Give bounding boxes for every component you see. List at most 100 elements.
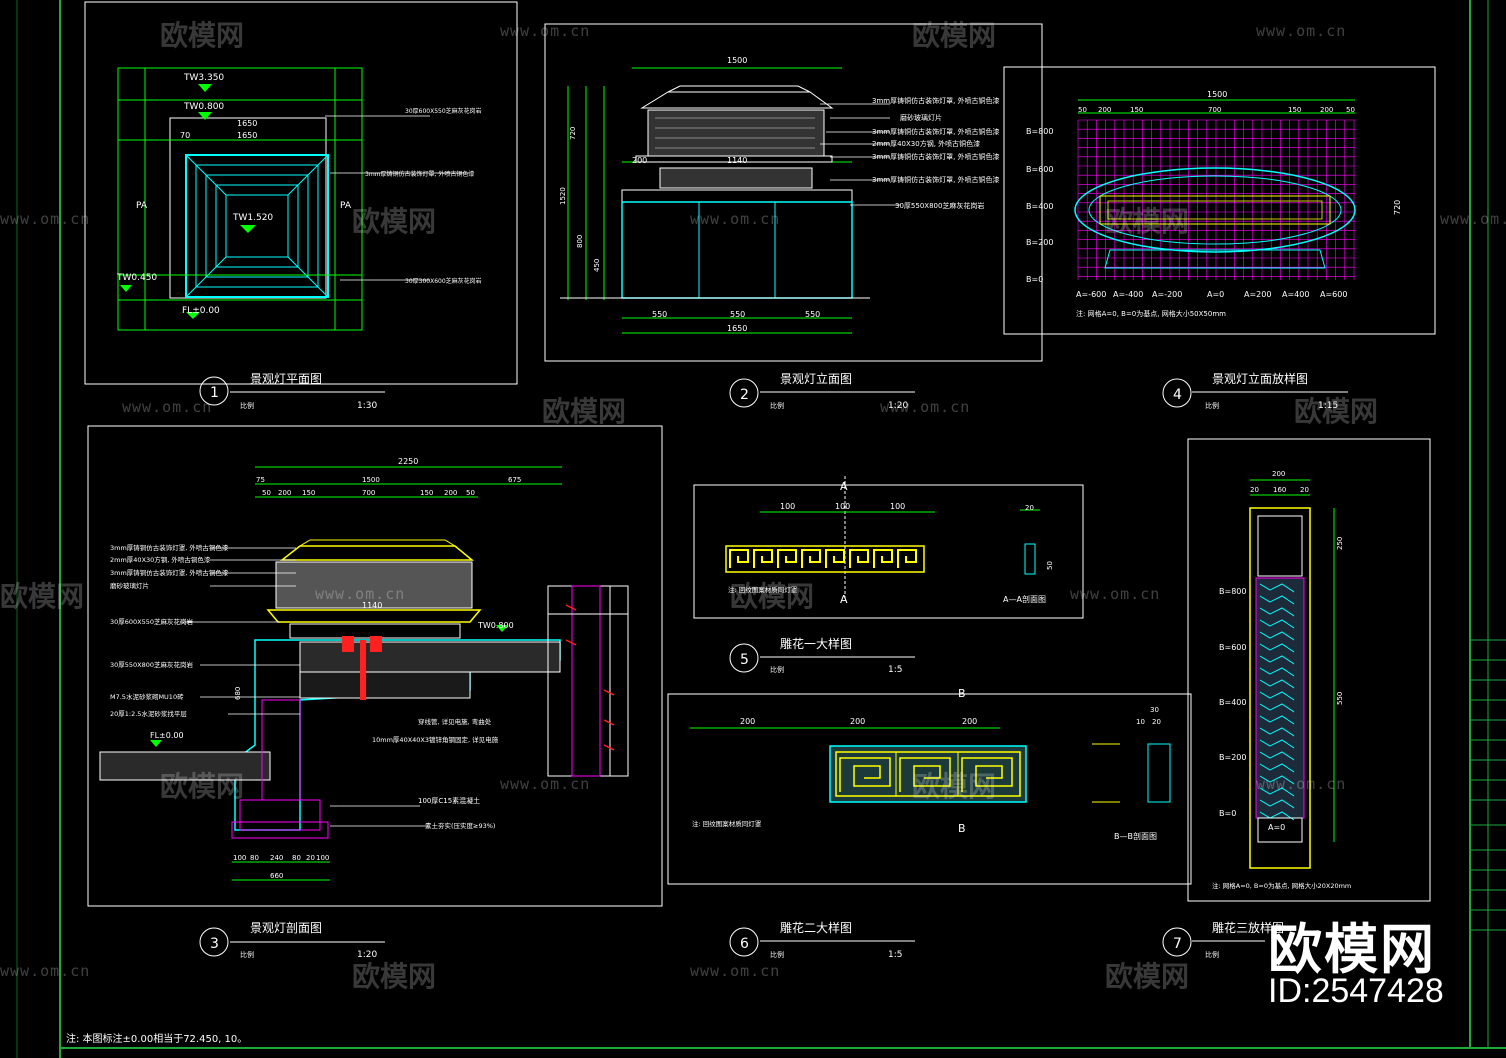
elev-seg-2: 550 — [730, 310, 745, 319]
panel-5-title: 雕花一大样图 — [780, 636, 852, 651]
watermark-url: www.om.cn — [1440, 210, 1506, 228]
panel-7-ratio: 比例 — [1205, 950, 1219, 959]
pattern2-dim-1: 200 — [740, 717, 755, 726]
pattern2-side-3: 20 — [1152, 718, 1161, 726]
section-sub-6: 200 — [444, 489, 457, 497]
pattern2-side-1: 30 — [1150, 706, 1159, 714]
panel-2-title: 景观灯立面图 — [780, 371, 852, 386]
panel-4-ratio: 比例 — [1205, 401, 1219, 410]
elev-note-1: 3mm厚铸铜仿古装饰灯罩, 外喷古铜色漆 — [872, 96, 1000, 105]
plan-pa-right: PA — [340, 201, 352, 211]
elev-note-6: 3mm厚铸铜仿古装饰灯罩, 外喷古铜色漆 — [872, 175, 1000, 184]
pattern2-dim-3: 200 — [962, 717, 977, 726]
grid-axis-5: A=200 — [1244, 290, 1271, 299]
grid-elevation-drawing — [1074, 99, 1356, 280]
panel-6-ratio: 比例 — [770, 950, 784, 959]
panel-2-scale: 1:20 — [888, 401, 908, 411]
elev-note-3: 3mm厚铸铜仿古装饰灯罩, 外喷古铜色漆 — [872, 127, 1000, 136]
pattern3-row-3: B=400 — [1219, 698, 1246, 707]
watermark-url: www.om.cn — [1070, 585, 1161, 603]
panel-4-frame — [1003, 66, 1436, 335]
section-col-1: 75 — [256, 476, 265, 484]
pattern-3-drawing — [1249, 479, 1335, 869]
watermark-logo: 欧模网 — [912, 19, 997, 52]
elev-w-bottom: 1650 — [727, 324, 747, 333]
watermark-logo: 欧模网 — [730, 580, 815, 613]
pattern1-right-50: 50 — [1046, 561, 1054, 570]
panel-7-frame — [1187, 438, 1431, 902]
panel-4-title: 景观灯立面放样图 — [1212, 371, 1308, 386]
panel-5-frame — [693, 484, 1084, 619]
panel-4-scale: 1:15 — [1318, 401, 1338, 411]
grid-col-3: 150 — [1130, 106, 1143, 114]
pattern3-row-1: B=800 — [1219, 587, 1246, 596]
drawing-frame — [16, 0, 1506, 1058]
pattern2-dim-2: 200 — [850, 717, 865, 726]
grid-axis-4: A=0 — [1207, 290, 1224, 299]
section-label-2: 2mm厚40X30方钢, 外喷古铜色漆 — [110, 555, 211, 564]
panel-2-ratio: 比例 — [770, 401, 784, 410]
panel-title-2: 2 景观灯立面图 比例 1:20 — [729, 371, 915, 411]
section-label-3: 3mm厚铸铜仿古装饰灯罩, 外喷古铜色漆 — [110, 568, 229, 577]
panel-1-number: 1 — [210, 385, 219, 401]
panel-3-frame — [87, 425, 663, 907]
pattern1-dim-1: 100 — [780, 502, 795, 511]
pattern-1-drawing — [725, 476, 1040, 600]
pattern2-marker-bottom: B — [958, 822, 966, 835]
elev-note-7: 30厚550X800芝麻灰花岗岩 — [895, 201, 984, 210]
panel-3-scale: 1:20 — [357, 950, 377, 960]
grid-col-7: 50 — [1346, 106, 1355, 114]
grid-col-4: 700 — [1208, 106, 1221, 114]
plan-dim-mid: 1650 — [237, 131, 257, 140]
pattern3-row-2: B=600 — [1219, 643, 1246, 652]
watermark-url: www.om.cn — [315, 585, 406, 603]
section-sub-3: 150 — [302, 489, 315, 497]
grid-axis-1: A=-600 — [1076, 290, 1106, 299]
pattern1-note: 注: 回纹图案材质同灯罩 — [728, 585, 798, 594]
watermark-url: www.om.cn — [500, 22, 591, 40]
grid-right-720: 720 — [1393, 200, 1402, 215]
panel-1-title: 景观灯平面图 — [250, 372, 322, 386]
pattern3-right-550: 550 — [1336, 692, 1344, 705]
grid-top: 1500 — [1207, 90, 1227, 99]
pattern3-col-3: 20 — [1300, 486, 1309, 494]
section-sub-4: 700 — [362, 489, 375, 497]
section-label-6: 30厚550X800芝麻灰花岗岩 — [110, 660, 194, 669]
grid-axis-6: A=400 — [1282, 290, 1309, 299]
watermark-logo: 欧模网 — [160, 19, 245, 52]
pattern1-dim-2: 100 — [835, 502, 850, 511]
section-label-12: 10mm厚40X40X3镀锌角钢固定, 详见电施 — [372, 735, 499, 744]
pattern3-col-1: 20 — [1250, 486, 1259, 494]
panel-1-frame — [84, 1, 518, 385]
elev-h-2: 1520 — [559, 187, 567, 205]
pattern1-right-20: 20 — [1025, 504, 1034, 512]
section-label-1: 3mm厚铸铜仿古装饰灯罩, 外喷古铜色漆 — [110, 543, 229, 552]
watermark-logo: 欧模网 — [1105, 205, 1190, 238]
plan-tw-top: TW3.350 — [183, 73, 224, 83]
section-label-7: M7.5水泥砂浆砌MU10砖 — [110, 692, 184, 701]
watermark-url: www.om.cn — [690, 962, 781, 980]
pattern-2-drawing — [690, 727, 1171, 803]
watermark-url: www.om.cn — [122, 398, 213, 416]
elev-note-2: 磨砂玻璃灯片 — [900, 113, 942, 122]
watermark-logo: 欧模网 — [0, 580, 85, 613]
grid-row-3: B=400 — [1026, 202, 1053, 211]
panel-title-7: 7 雕花三放样图 比例 — [1162, 920, 1284, 959]
section-height: 680 — [234, 687, 242, 700]
panel-1-ratio: 比例 — [240, 401, 254, 410]
panel-3-number: 3 — [210, 936, 219, 952]
section-col-3: 675 — [508, 476, 521, 484]
pattern3-axis: A=0 — [1268, 823, 1285, 832]
footnote: 注: 本图标注±0.00相当于72.450, 10。 — [66, 1034, 248, 1045]
elev-w-mid: 1140 — [727, 156, 747, 165]
panel-2-number: 2 — [740, 387, 749, 403]
panel-4-number: 4 — [1173, 387, 1182, 403]
elev-note-4: 2mm厚40X30方钢, 外喷古铜色漆 — [872, 139, 980, 148]
panel-5-scale: 1:5 — [888, 665, 902, 675]
grid-axis-2: A=-400 — [1113, 290, 1143, 299]
grid-axis-7: A=600 — [1320, 290, 1347, 299]
plan-note-3: 30厚300X600芝麻灰花岗岩 — [405, 277, 482, 285]
section-drawing — [99, 466, 629, 881]
elev-h-1: 720 — [569, 127, 577, 140]
